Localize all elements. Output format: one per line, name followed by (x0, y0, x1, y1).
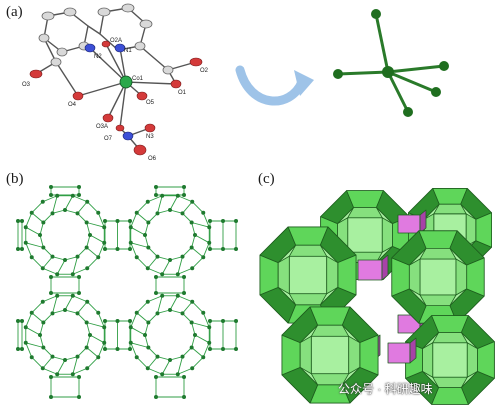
panel-a-label: (a) (6, 4, 23, 20)
cage-bottom-right (405, 315, 495, 405)
molecule-structure: O2A N1 N2 Co1 O1 O2 O3 O4 O3A O5 O7 N3 O… (22, 3, 449, 162)
watermark: 公众号 · 科研趣味 (338, 382, 433, 396)
label-o3: O3 (22, 82, 31, 88)
label-o5: O5 (146, 100, 155, 106)
atom-labels: O2A N1 N2 Co1 O1 O2 O3 O4 O3A O5 O7 N3 O… (22, 38, 209, 162)
cage-bottom-left (281, 306, 379, 404)
label-co1: Co1 (132, 76, 144, 82)
curved-arrow-icon (235, 65, 314, 106)
label-o7: O7 (104, 136, 113, 142)
panel-b-label: (b) (6, 171, 24, 187)
carbon-atoms (38, 3, 174, 75)
cobalt-atom (119, 75, 133, 89)
panel-a: (a) (0, 0, 500, 165)
label-o2a: O2A (110, 38, 122, 44)
simplified-node (333, 9, 449, 117)
label-n2: N2 (94, 54, 102, 60)
panel-b: (b) (0, 165, 250, 410)
cage-front-right (391, 230, 485, 324)
label-o2: O2 (200, 68, 209, 74)
prism-front-3 (387, 337, 417, 364)
label-o6: O6 (148, 156, 157, 162)
prism-front-1 (357, 254, 389, 281)
nitrogen-atoms (84, 43, 134, 141)
panel-c: (c) (250, 165, 500, 410)
label-o1: O1 (178, 90, 187, 96)
network-topology (16, 185, 238, 399)
cage-front-left (259, 226, 357, 324)
polyhedra-tiling (259, 188, 495, 405)
label-o3a: O3A (96, 124, 108, 130)
network-nodes (16, 185, 238, 399)
label-n3: N3 (146, 134, 154, 140)
oxygen-atoms (29, 40, 203, 156)
network-lines (17, 186, 237, 398)
panel-c-label: (c) (258, 171, 275, 187)
label-n1: N1 (124, 48, 132, 54)
label-o4: O4 (68, 102, 77, 108)
